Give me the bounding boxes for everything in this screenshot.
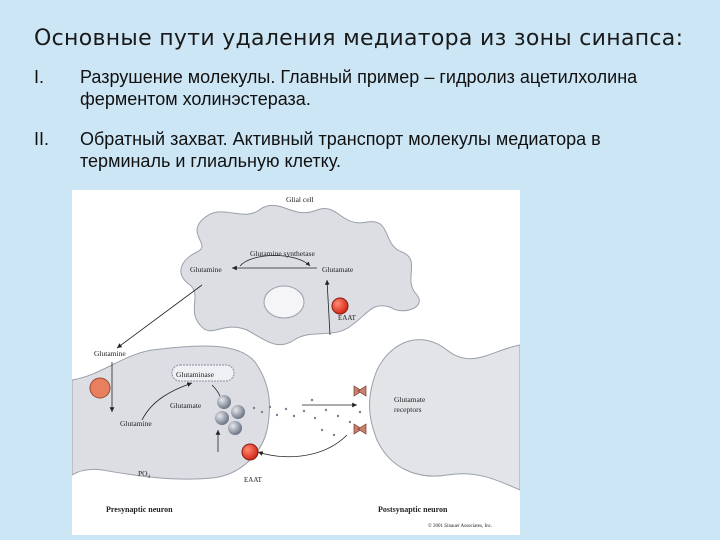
- vesicle: [215, 411, 229, 425]
- glutamate-receptor: [354, 386, 366, 396]
- list-item-text: Разрушение молекулы. Главный пример – ги…: [80, 66, 680, 110]
- glutamate-receptors-label: Glutamate: [394, 395, 426, 404]
- slide-title: Основные пути удаления медиатора из зоны…: [34, 26, 683, 51]
- glial-nucleus: [264, 286, 304, 318]
- transporter-left: [90, 378, 110, 398]
- synapse-diagram: Glial cell Glutamine synthetase Glutamin…: [72, 190, 520, 535]
- list-item-text: Обратный захват. Активный транспорт моле…: [80, 128, 680, 172]
- list-item-number: II.: [34, 128, 74, 150]
- glutamate-receptor: [354, 424, 366, 434]
- vesicle: [217, 395, 231, 409]
- glutamate-pre-label: Glutamate: [170, 401, 202, 410]
- eaat-transporter-pre: [242, 444, 258, 460]
- eaat-transporter-glia: [332, 298, 348, 314]
- glial-cell-label: Glial cell: [286, 195, 314, 204]
- glutamine-pre-label: Glutamine: [120, 419, 152, 428]
- glutaminase-label: Glutaminase: [176, 370, 215, 379]
- glutamine-left-label: Glutamine: [94, 349, 126, 358]
- vesicle: [228, 421, 242, 435]
- postsynaptic-neuron: [370, 340, 521, 490]
- vesicle: [231, 405, 245, 419]
- postsynaptic-neuron-label: Postsynaptic neuron: [378, 505, 448, 514]
- eaat-pre-label: EAAT: [244, 476, 263, 484]
- glutamine-glia-label: Glutamine: [190, 265, 222, 274]
- glutamate-receptors-label-2: receptors: [394, 405, 422, 414]
- glutamate-glia-label: Glutamate: [322, 265, 354, 274]
- list-item-number: I.: [34, 66, 74, 88]
- copyright-label: © 2001 Sinauer Associates, Inc.: [428, 523, 492, 529]
- eaat-glia-label: EAAT: [338, 314, 357, 322]
- presynaptic-neuron-label: Presynaptic neuron: [106, 505, 173, 514]
- glial-cell: [181, 205, 419, 344]
